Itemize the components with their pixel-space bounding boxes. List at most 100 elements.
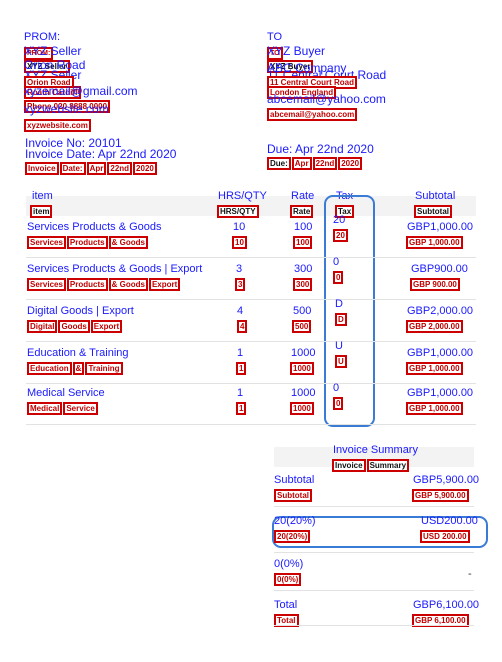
row-1-tag-0: Services: [27, 236, 66, 249]
summary-subtotal-value: GBP5,900.00: [413, 474, 480, 486]
row-2-tax-box: 0: [333, 271, 344, 284]
to-heading: TO: [267, 31, 283, 43]
row-1-item: Services Products & Goods: [27, 221, 162, 233]
row-5-tag-0: Medical: [27, 402, 63, 415]
row-2-tag-3: Export: [148, 278, 181, 291]
row-4-rate: 1000: [291, 347, 316, 359]
row-4-rate-tag: 1000: [290, 358, 315, 376]
col-tax-box: Tax: [335, 205, 355, 218]
row-1-subtotal-box: GBP 1,000.00: [406, 236, 463, 249]
row-2-subtotal-box: GBP 900.00: [410, 278, 460, 291]
row-1-qty: 10: [233, 221, 246, 233]
date-tag-3: 22nd: [107, 162, 133, 175]
row-4-item-tags: Education&Training: [27, 358, 124, 376]
to-company: ABC Company: [267, 61, 347, 75]
summary-title-tag-1: Summary: [366, 459, 410, 472]
from-website: xyzwebsite.com: [24, 102, 109, 116]
row-5-subtotal: GBP1,000.00: [407, 387, 474, 399]
row-4-qty-box: 1: [236, 362, 247, 375]
due-tag-2: 22nd: [312, 157, 338, 170]
from-street: Orion Road: [24, 58, 86, 72]
to-heading-box: TO: [267, 47, 283, 60]
row-divider: [26, 424, 476, 425]
col-subtotal-tag: Subtotal: [414, 201, 453, 219]
date-tag-0: Invoice: [25, 162, 59, 175]
summary-total-value: GBP6,100.00: [413, 599, 480, 611]
from-name-box: XYZ Seller: [24, 60, 70, 73]
row-4-tag-0: Education: [27, 362, 72, 375]
summary-subtotal-label: Subtotal: [274, 474, 315, 486]
row-4-qty-tag: 1: [236, 358, 247, 376]
row-2-tag-2: & Goods: [108, 278, 148, 291]
row-5-tax-tag: 0: [333, 393, 344, 411]
row-2-rate: 300: [294, 263, 313, 275]
row-5-subtotal-tag: GBP 1,000.00: [406, 398, 464, 416]
summary-tax2-value: -: [468, 568, 472, 580]
summary-subtotal-value-box: GBP 5,900.00: [412, 489, 469, 502]
from-phone-box: Phone 020 8888 0000: [24, 100, 111, 113]
summary-tax1-box: 20(20%): [274, 530, 311, 543]
summary-total-label: Total: [274, 599, 298, 611]
summary-title-tag-0: Invoice: [332, 459, 366, 472]
summary-total-box: Total: [274, 614, 299, 627]
row-5-tax: 0: [333, 382, 340, 394]
col-item-tag: item: [30, 201, 53, 219]
from-heading-box: PROM:: [24, 47, 54, 60]
row-5-qty-box: 1: [236, 402, 247, 415]
to-street-tag: 11 Central Court Road: [267, 72, 358, 90]
row-2-subtotal: GBP900.00: [411, 263, 468, 275]
row-5-rate-tag: 1000: [290, 398, 315, 416]
summary-tax1-label: 20(20%): [274, 515, 316, 527]
row-1-tag-2: & Goods: [108, 236, 148, 249]
summary-header-band: [274, 447, 474, 467]
due-tag-0: Due:: [267, 157, 291, 170]
row-1-tax-tag: 20: [333, 225, 349, 243]
from-heading-tag: PROM:: [24, 42, 54, 60]
row-divider: [26, 299, 476, 300]
from-city-tag: Roath Cardiff: [24, 82, 82, 100]
row-3-tag-2: Export: [90, 320, 123, 333]
row-4-qty: 1: [237, 347, 244, 359]
col-hrs: HRS/QTY: [218, 190, 267, 202]
row-3-tag-1: Goods: [58, 320, 90, 333]
to-street-box: 11 Central Court Road: [267, 76, 358, 89]
row-5-rate-box: 1000: [290, 402, 314, 415]
row-3-subtotal: GBP2,000.00: [407, 305, 474, 317]
due-tag-1: Apr: [291, 157, 312, 170]
col-hrs-tag: HRS/QTY: [217, 201, 260, 219]
col-item: item: [32, 190, 53, 202]
row-3-rate-box: 500: [292, 320, 312, 333]
row-5-qty-tag: 1: [236, 398, 247, 416]
summary-divider: [274, 625, 474, 626]
summary-divider: [274, 590, 474, 591]
row-2-qty-box: 3: [235, 278, 246, 291]
row-3-qty: 4: [237, 305, 244, 317]
summary-divider: [274, 552, 474, 553]
row-1-subtotal-tag: GBP 1,000.00: [406, 232, 464, 250]
row-5-subtotal-box: GBP 1,000.00: [406, 402, 463, 415]
summary-divider: [274, 506, 474, 507]
col-item-box: item: [30, 205, 53, 218]
row-5-tax-box: 0: [333, 397, 344, 410]
from-website-box: xyzwebsite.com: [24, 119, 91, 132]
row-4-tag-2: Training: [85, 362, 123, 375]
summary-tax1-tag: 20(20%): [274, 526, 311, 544]
row-1-rate-box: 100: [293, 236, 313, 249]
row-3-tax-tag: D: [335, 309, 348, 327]
to-name: XYZ Buyer: [267, 44, 326, 58]
row-2-qty: 3: [236, 263, 243, 275]
row-1-subtotal: GBP1,000.00: [407, 221, 474, 233]
tax-row-highlight: [272, 516, 488, 548]
row-4-item: Education & Training: [27, 347, 129, 359]
row-1-rate: 100: [294, 221, 313, 233]
row-2-tag-1: Products: [66, 278, 108, 291]
to-email: abcemail@yahoo.com: [267, 92, 386, 106]
row-3-subtotal-box: GBP 2,000.00: [406, 320, 463, 333]
from-phone-tag: Phone 020 8888 0000: [24, 96, 111, 114]
row-4-tax: U: [335, 340, 343, 352]
row-3-subtotal-tag: GBP 2,000.00: [406, 316, 464, 334]
from-website-tag: xyzwebsite.com: [24, 115, 92, 133]
